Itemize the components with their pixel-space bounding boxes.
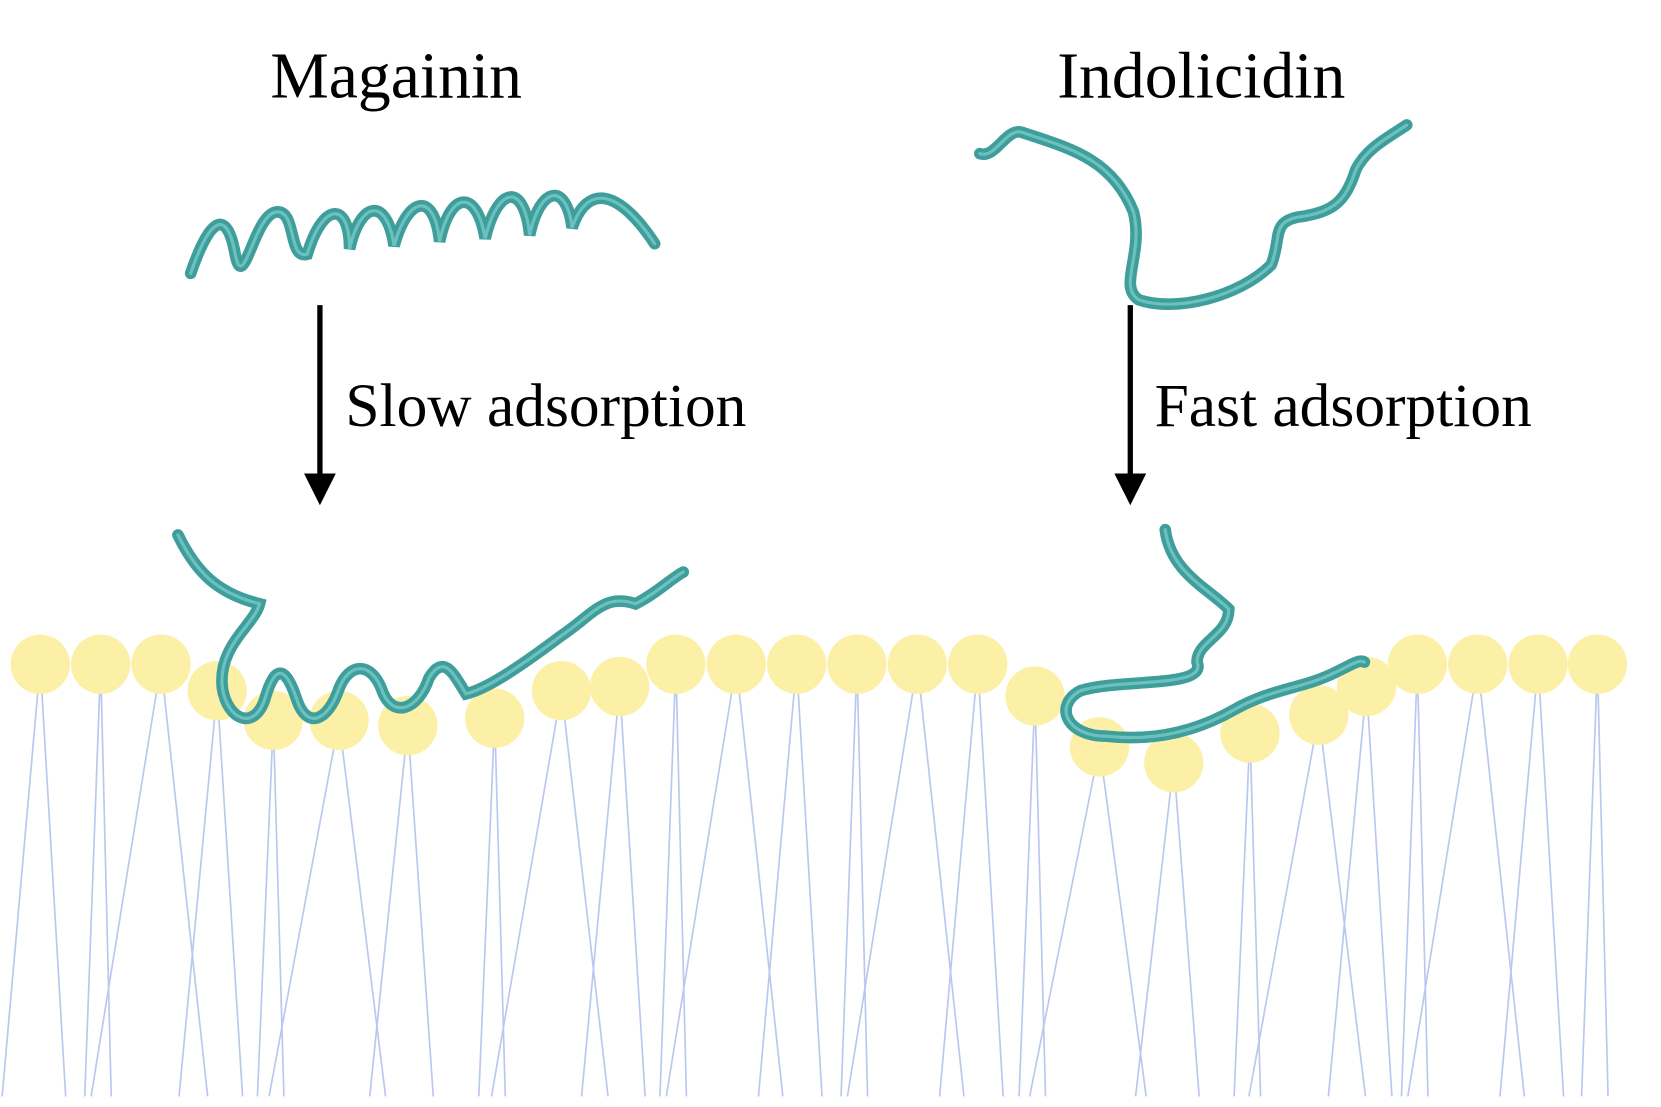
lipid-head (1508, 634, 1568, 694)
lipid-head (465, 688, 525, 748)
lipid-tail (1476, 664, 1526, 1097)
lipid-tail (757, 664, 798, 1097)
lipid-head (1387, 634, 1448, 694)
lipid-head (590, 656, 650, 717)
lipid-tail (493, 718, 507, 1097)
lipid-tail (1406, 664, 1479, 1097)
lipid-tail (976, 664, 1005, 1097)
lipid-tail (1134, 762, 1175, 1097)
lipid-tail (916, 664, 965, 1097)
fast-adsorption-label: Fast adsorption (1155, 372, 1532, 440)
lipid-tail (272, 720, 285, 1097)
lipid-tail (938, 664, 979, 1097)
lipid-tail (477, 718, 496, 1097)
slow-adsorption-label: Slow adsorption (345, 372, 746, 440)
lipid-tail (368, 725, 409, 1097)
magainin-helix-free (184, 189, 661, 280)
lipid-tail (1318, 714, 1367, 1097)
indolicidin-coil-free (974, 119, 1413, 311)
lipid-tail (1416, 664, 1429, 1097)
lipid-head (646, 634, 706, 694)
lipid-tail (83, 664, 102, 1097)
lipid-head (70, 634, 131, 694)
lipid-tail (1580, 664, 1599, 1097)
lipid-tails (1, 664, 1609, 1097)
lipid-head (1336, 656, 1397, 717)
indolicidin-title: Indolicidin (1057, 39, 1345, 112)
lipid-head (887, 634, 948, 694)
lipid-tail (406, 725, 435, 1097)
magainin-title: Magainin (270, 39, 522, 112)
lipid-tail (846, 664, 919, 1097)
lipid-tail (1098, 746, 1148, 1097)
lipid-tail (1018, 695, 1036, 1097)
lipid-tail (1233, 733, 1251, 1097)
magainin-adsorbed (172, 529, 690, 725)
lipid-head (531, 661, 592, 721)
lipid-tail (1028, 746, 1101, 1097)
lipid-tail (178, 690, 219, 1097)
lipid-tail (216, 690, 244, 1097)
lipid-tail (735, 664, 784, 1097)
lipid-tail (1596, 664, 1609, 1097)
lipid-head (1567, 634, 1628, 694)
lipid-tail (1400, 664, 1419, 1097)
lipid-tail (1172, 762, 1200, 1097)
lipid-head (1005, 666, 1065, 726)
lipid-head (10, 634, 70, 694)
lipid-tail (90, 664, 162, 1097)
lipid-tail (580, 686, 621, 1097)
lipid-head (1220, 703, 1280, 763)
lipid-tail (1248, 714, 1320, 1097)
lipid-tail (1327, 686, 1368, 1097)
lipid-head (1448, 634, 1508, 694)
lipid-tail (674, 664, 688, 1097)
lipid-head (827, 634, 887, 694)
lipid-tail (1249, 733, 1262, 1097)
lipid-tail (1499, 664, 1539, 1097)
lipid-tail (659, 664, 677, 1097)
lipid-tail (560, 690, 609, 1097)
lipid-tail (840, 664, 858, 1097)
indolicidin-adsorbed (1060, 523, 1371, 744)
lipid-tail (1365, 686, 1393, 1097)
lipid-tail (39, 664, 67, 1097)
lipid-head (131, 634, 191, 694)
lipid-head (766, 634, 827, 694)
lipid-tail (99, 664, 113, 1097)
lipid-tail (665, 664, 738, 1097)
lipid-tail (256, 720, 275, 1097)
lipid-tail (1, 664, 42, 1097)
lipid-tail (490, 690, 563, 1097)
lipid-tail (268, 720, 340, 1097)
lipid-tail (856, 664, 869, 1097)
lipid-head (1289, 685, 1349, 745)
lipid-tail (160, 664, 209, 1097)
lipid-tail (1537, 664, 1565, 1097)
lipid-head (1144, 733, 1204, 793)
lipid-tail (1034, 695, 1047, 1097)
lipid-head (706, 634, 766, 694)
lipid-tail (618, 686, 646, 1097)
lipid-tail (338, 720, 387, 1097)
lipid-head (948, 634, 1008, 694)
lipid-tail (795, 664, 823, 1097)
